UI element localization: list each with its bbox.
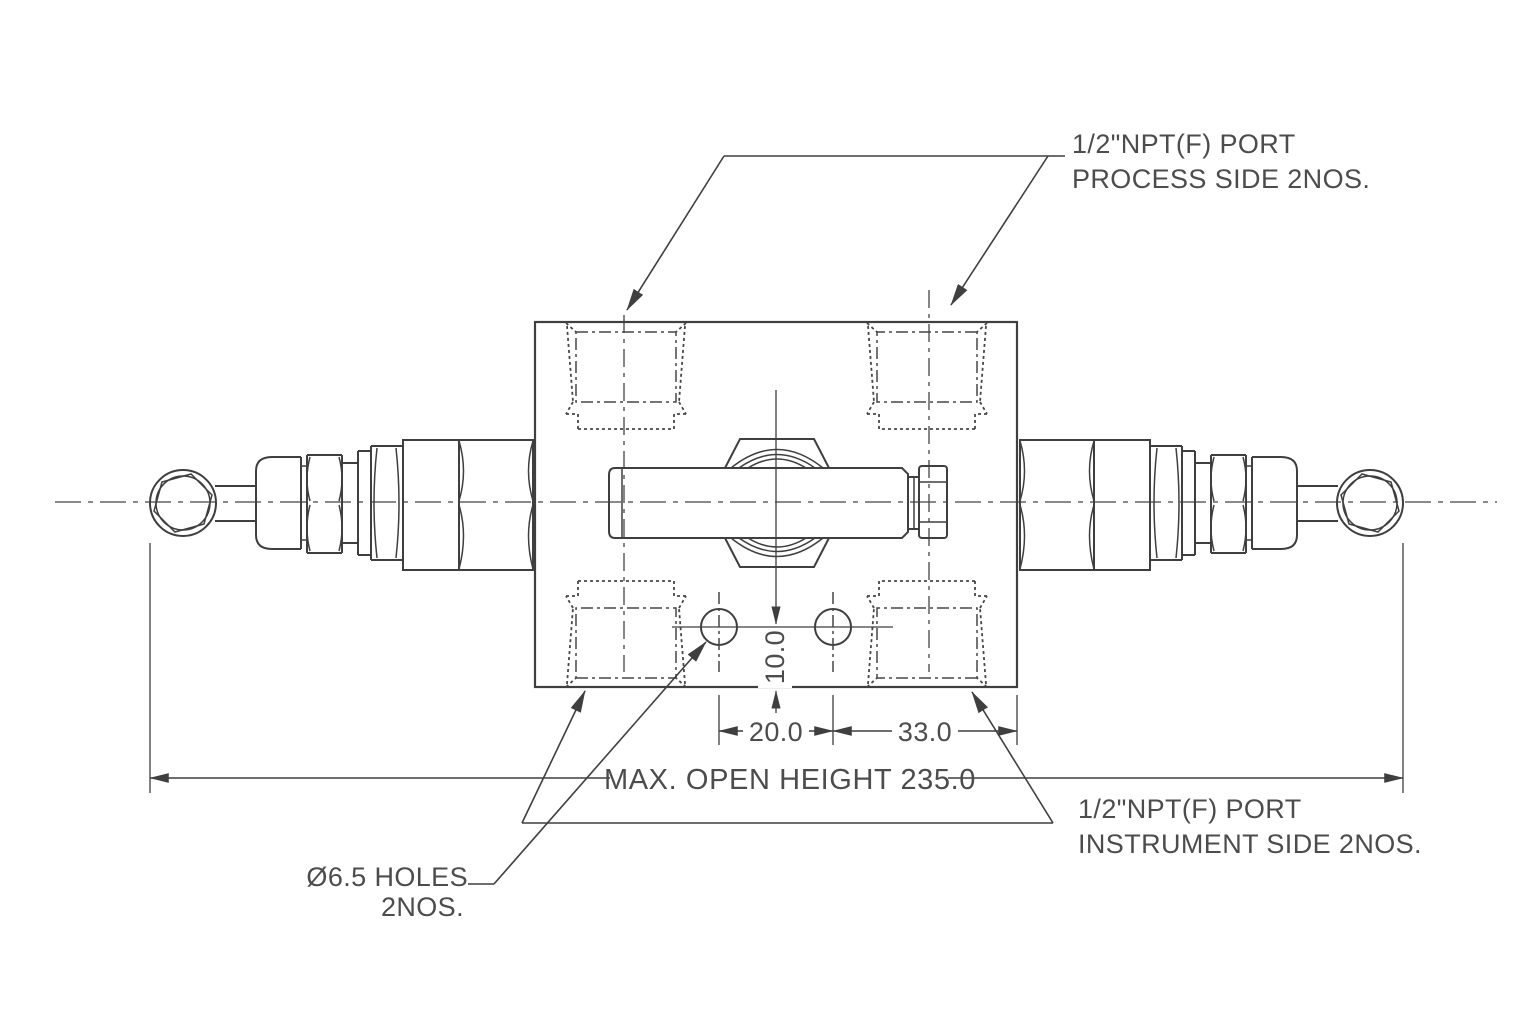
- dim-value-10: 10.0: [760, 630, 790, 684]
- dim-text-mask: [892, 713, 958, 744]
- instrument-port-label-line1: 1/2"NPT(F) PORT: [1078, 794, 1302, 824]
- port-instrument-left: [565, 580, 687, 688]
- valve-assembly-right: [1019, 439, 1404, 794]
- instrument-port-label-line2: INSTRUMENT SIDE 2NOS.: [1078, 829, 1422, 859]
- port-process-left: [565, 322, 687, 430]
- mounting-holes: [672, 592, 893, 672]
- leader-process-ports: [626, 155, 1065, 311]
- holes-label-line2: 2NOS.: [381, 892, 464, 922]
- dim-value-20: 20.0: [749, 717, 803, 747]
- process-port-label-line1: 1/2"NPT(F) PORT: [1072, 129, 1296, 159]
- port-process-right: [866, 322, 988, 430]
- leader-mounting-holes: [468, 641, 707, 885]
- process-port-label-line2: PROCESS SIDE 2NOS.: [1072, 164, 1370, 194]
- center-bonnet-hex: [724, 438, 830, 568]
- port-instrument-right: [866, 580, 988, 688]
- leader-instrument-ports: [521, 690, 1054, 824]
- max-open-height-label: MAX. OPEN HEIGHT 235.0: [604, 764, 976, 796]
- dim-text-mask: [758, 628, 792, 688]
- holes-label-line1: Ø6.5 HOLES: [306, 862, 468, 892]
- dim-value-33: 33.0: [898, 717, 952, 747]
- port-centerlines: [623, 290, 930, 672]
- equalizer-spindle-bar: [608, 465, 948, 539]
- dim-text-mask: [743, 713, 809, 744]
- valve-assembly-left: [149, 439, 534, 794]
